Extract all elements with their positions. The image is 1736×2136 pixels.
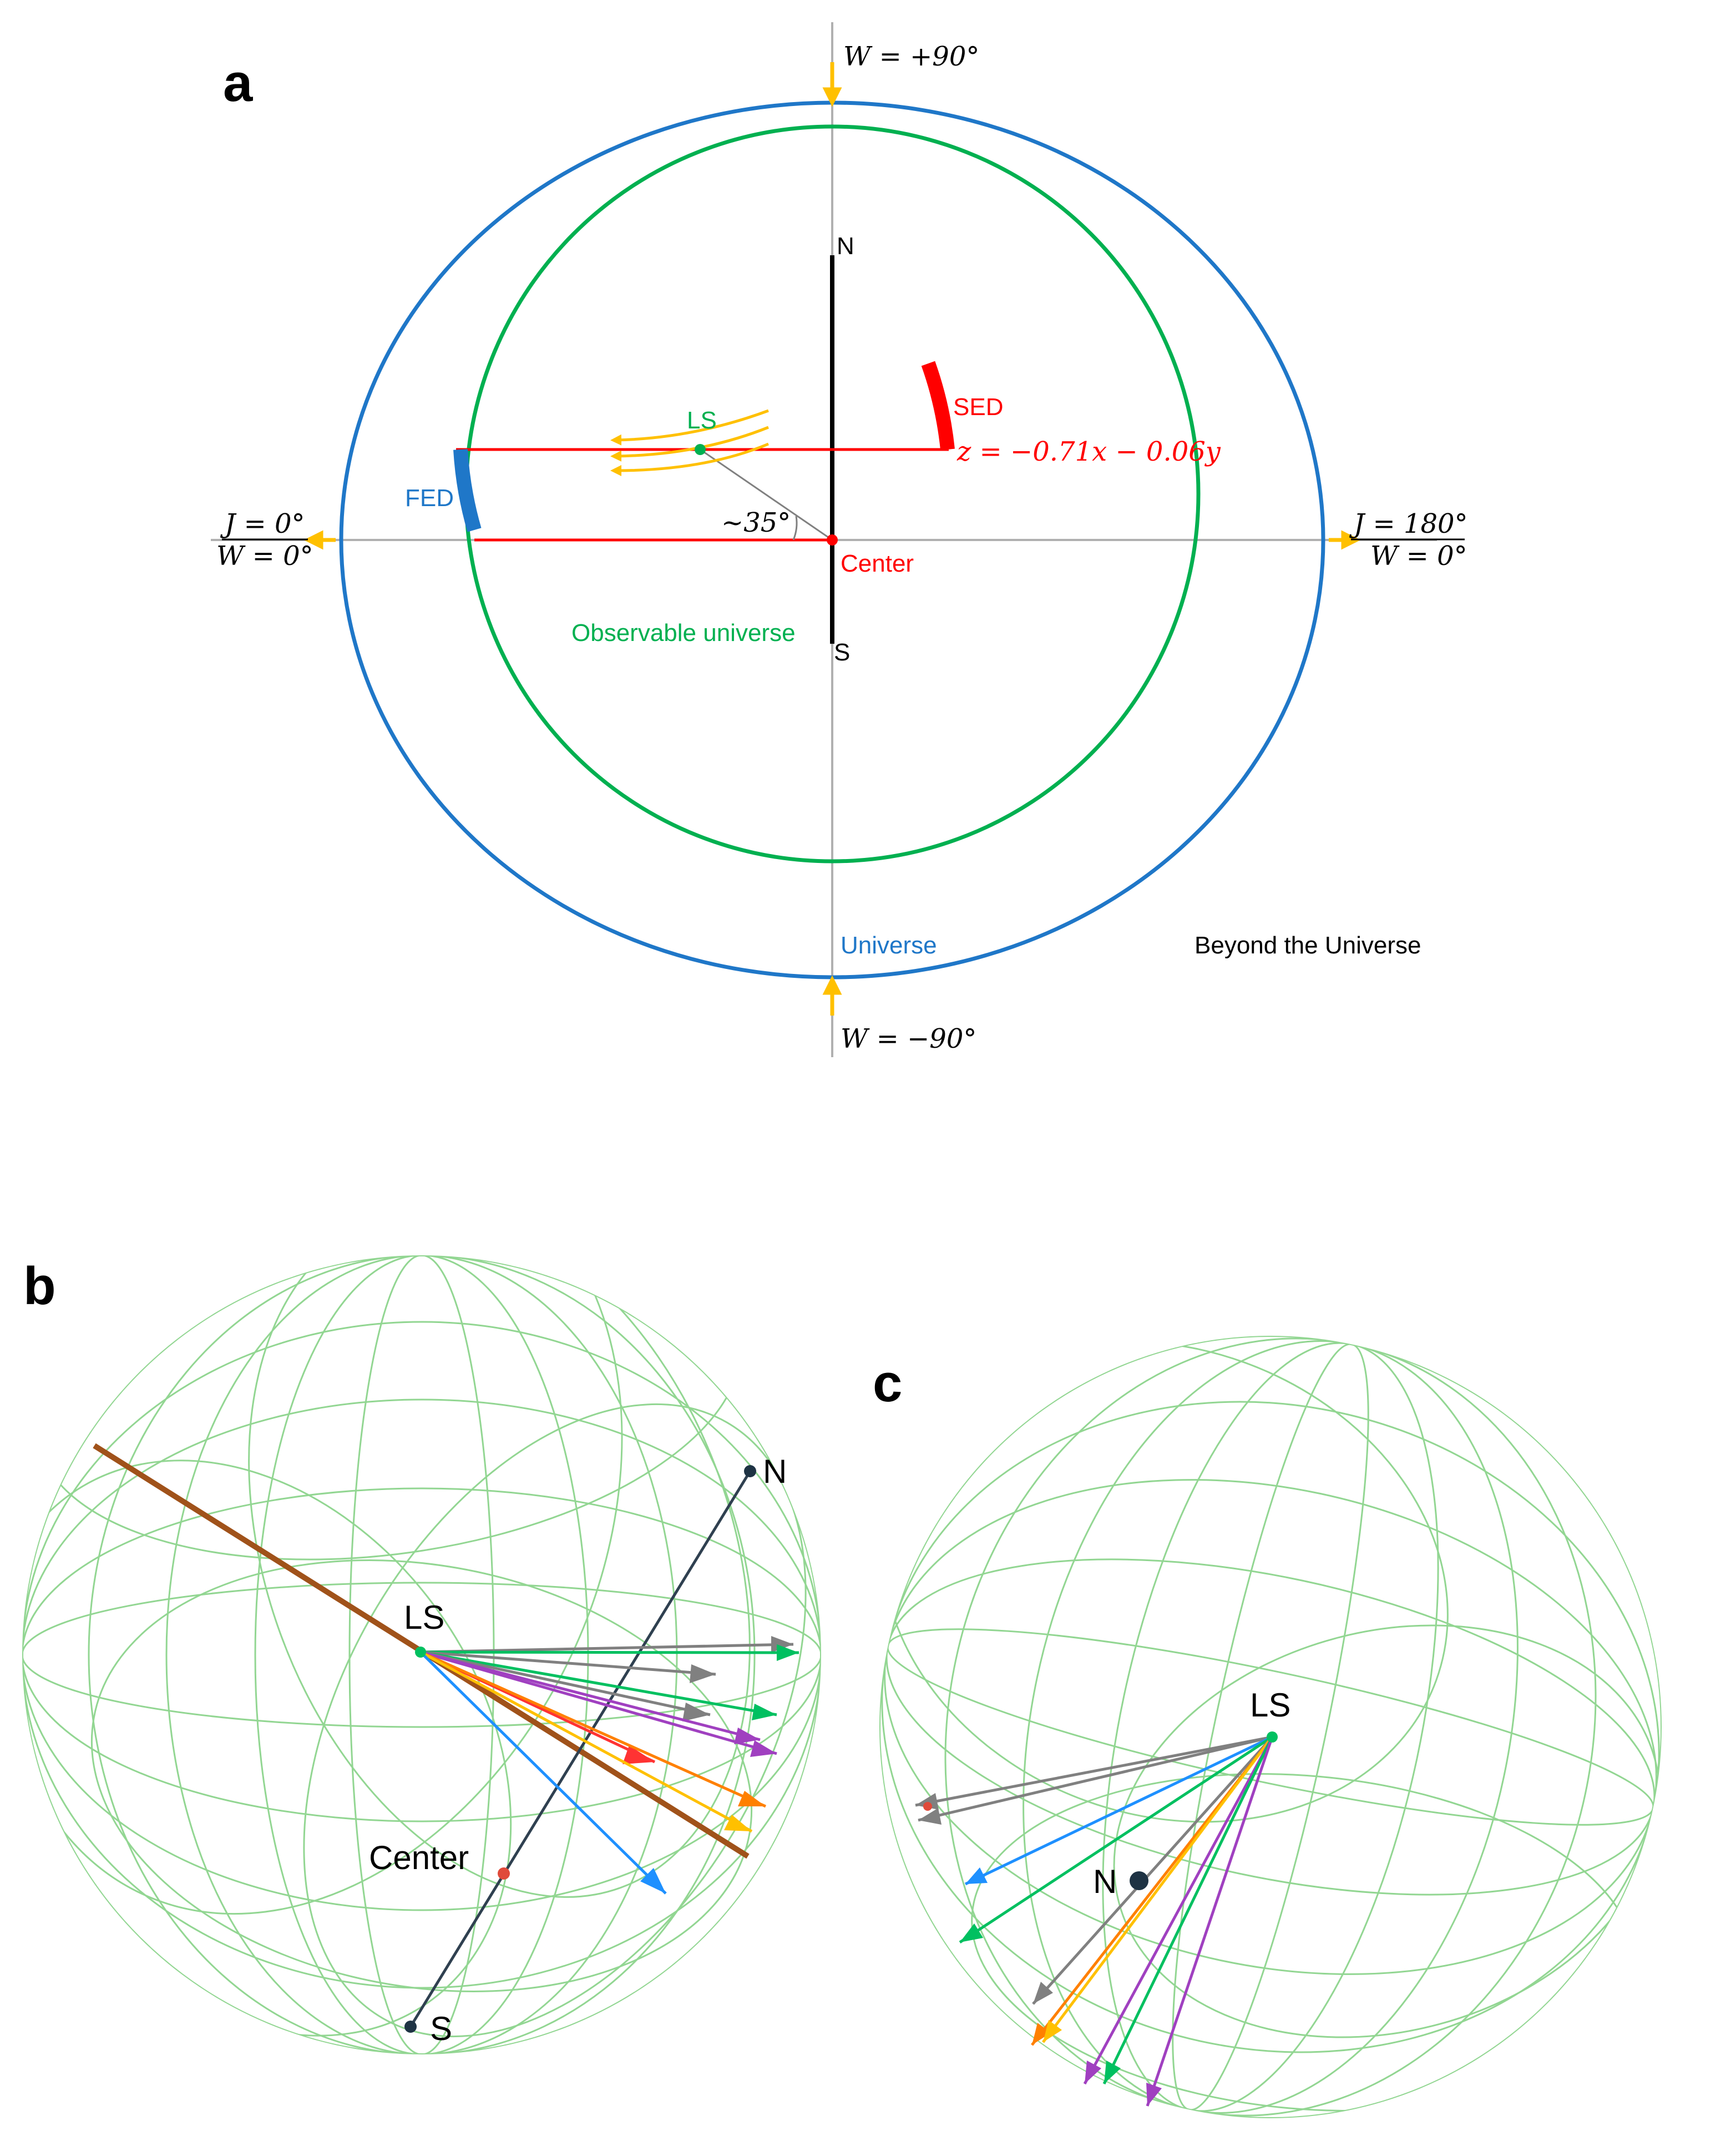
flow-line-3: [610, 442, 769, 476]
w-minus-90-label: W = −90°: [841, 1023, 976, 1054]
ls-dot: [695, 444, 706, 455]
vector-green-1: [420, 1650, 799, 1654]
vector-gray-3: [420, 1650, 711, 1716]
left-w-label: W = 0°: [216, 541, 313, 572]
panel-a-letter: a: [223, 53, 253, 113]
vector-yellow-1: [419, 1650, 753, 1833]
vector-c-blue: [964, 1735, 1273, 1886]
ls-dot-c: [1267, 1731, 1278, 1743]
vector-c-purple-2: [1146, 1736, 1274, 2107]
w-plus-90-label: W = +90°: [843, 41, 979, 72]
vector-c-green-1: [959, 1735, 1273, 1944]
ls-center-line: [700, 448, 833, 541]
vector-c-gray-2: [918, 1735, 1273, 1822]
red-dot-c: [923, 1802, 932, 1811]
ls-label-b: LS: [404, 1599, 444, 1636]
vector-green-2-head: [752, 1704, 777, 1720]
fed-label: FED: [405, 484, 454, 512]
vector-blue-1-head: [640, 1868, 666, 1893]
vector-c-yellow: [1042, 1736, 1273, 2043]
vector-blue-1: [419, 1651, 667, 1895]
vector-green-2: [420, 1650, 777, 1716]
ls-label-c: LS: [1250, 1686, 1290, 1724]
vector-gray-2: [420, 1650, 716, 1676]
universe-label: Universe: [841, 932, 937, 959]
vector-c-blue-head: [965, 1867, 988, 1884]
south-label-b: S: [430, 2010, 452, 2047]
observable-universe-label: Observable universe: [571, 619, 796, 647]
flow-line-1: [610, 409, 769, 446]
vector-c-green-1-head: [960, 1923, 983, 1942]
vector-gray-2-head: [690, 1664, 716, 1683]
south-label-a: S: [834, 639, 850, 666]
north-label-b: N: [763, 1453, 787, 1490]
vector-c-gray-3: [1032, 1736, 1273, 2005]
vector-c-purple-1: [1083, 1736, 1274, 2085]
vector-c-green-2-head: [1104, 2061, 1121, 2084]
ls-label-a: LS: [687, 407, 717, 434]
ls-dot-b: [415, 1647, 426, 1658]
vector-orange-1: [419, 1650, 767, 1808]
fed-arc: [453, 449, 482, 532]
vector-red-1-head: [622, 1745, 655, 1764]
north-label-a: N: [837, 233, 854, 260]
angle-arc: [792, 516, 798, 541]
right-w-label: W = 0°: [1370, 541, 1467, 572]
vector-orange-1-head: [738, 1791, 766, 1806]
north-dot-b: [744, 1465, 756, 1477]
sed-arc: [921, 361, 955, 451]
south-dot-b: [404, 2021, 417, 2033]
vector-purple-1-head: [734, 1728, 760, 1744]
vector-c-gray-2-head: [918, 1808, 942, 1825]
vectors-c: [915, 1735, 1274, 2107]
north-label-c: N: [1093, 1863, 1117, 1900]
panel-c: c: [873, 1336, 1662, 2118]
vector-c-gray-3-head: [1033, 1982, 1053, 2004]
sed-equation: z = −0.71x − 0.06y: [956, 436, 1221, 467]
panel-c-letter: c: [873, 1354, 902, 1413]
sphere-b-grid: [22, 1255, 821, 2054]
panel-b-letter: b: [23, 1256, 56, 1316]
panel-b: b: [22, 1255, 821, 2054]
vector-c-gray-1-head: [915, 1793, 939, 1810]
center-label-b: Center: [369, 1839, 469, 1876]
vector-purple-2: [420, 1650, 777, 1755]
vectors-b: [419, 1636, 799, 1895]
center-label-a: Center: [841, 550, 914, 577]
north-south-axis-b: [409, 1470, 752, 2028]
right-j-label: J = 180°: [1349, 508, 1468, 539]
vector-c-purple-2-head: [1146, 2083, 1162, 2106]
center-dot-b: [498, 1867, 510, 1880]
vector-gray-3-head: [682, 1703, 710, 1721]
panel-a: a W = +90° W: [211, 22, 1468, 1057]
north-dot-c: [1130, 1871, 1148, 1890]
vector-purple-2-head: [750, 1740, 777, 1757]
beyond-universe-label: Beyond the Universe: [1195, 932, 1421, 959]
vector-c-yellow-head: [1043, 2020, 1062, 2042]
vector-yellow-1-head: [724, 1815, 752, 1831]
left-j-label: J = 0°: [220, 508, 305, 539]
center-dot: [827, 534, 838, 546]
angle-label: ~35°: [721, 507, 791, 538]
vector-purple-1: [420, 1650, 761, 1741]
vector-c-purple-1-head: [1085, 2061, 1101, 2084]
vector-c-green-2: [1102, 1736, 1274, 2085]
vector-c-gray-1: [915, 1735, 1273, 1807]
vector-green-1-head: [777, 1644, 799, 1661]
sed-label: SED: [953, 393, 1003, 421]
vector-c-orange-head: [1032, 2023, 1051, 2045]
